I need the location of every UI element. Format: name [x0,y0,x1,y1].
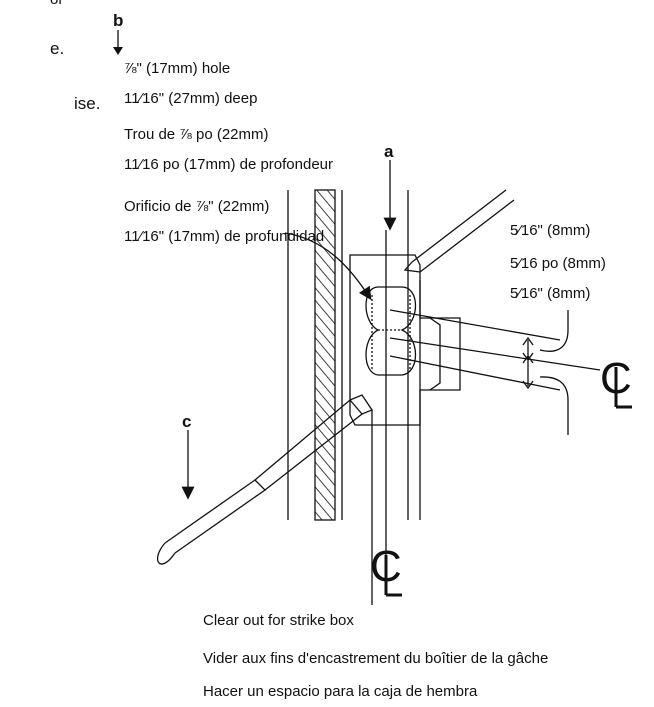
hatched-stop [314,189,336,521]
strike-note-fr: Vider aux fins d'encastrement du boîtier… [203,650,549,667]
label-a: a [384,142,394,161]
offset-note-en: 5⁄16" (8mm) [510,222,591,239]
label-b: b [113,11,124,30]
strike-plate [349,254,461,426]
text-fragment-3: ise. [74,94,101,113]
hole-note-en-2: 11⁄16" (27mm) deep [124,90,258,107]
hole-note-es-1: Orificio de ⅞" (22mm) [124,198,270,215]
text-fragment-1: or [50,0,63,9]
label-c: c [182,412,192,431]
hole-note-es-2: 11⁄16" (17mm) de profundidad [124,228,325,245]
text-fragment-2: e. [50,39,65,58]
pencil [403,189,515,273]
chisel [164,479,267,554]
strike-note-es: Hacer un espacio para la caja de hembra [203,683,478,700]
arrow-b [113,30,123,55]
strike-note-en: Clear out for strike box [203,612,354,629]
offset-note-es: 5⁄16" (8mm) [510,285,591,302]
centerline-symbol-right: C [600,354,632,409]
strike-hole [365,286,416,376]
hole-note-fr-2: 11⁄16 po (17mm) de profondeur [124,156,334,173]
hole-note-en-1: ⅞" (17mm) hole [124,60,231,77]
hole-note-fr-1: Trou de ⅞ po (22mm) [124,126,269,143]
offset-note-fr: 5⁄16 po (8mm) [510,255,606,272]
centerline-symbol-bottom: C [370,542,402,597]
